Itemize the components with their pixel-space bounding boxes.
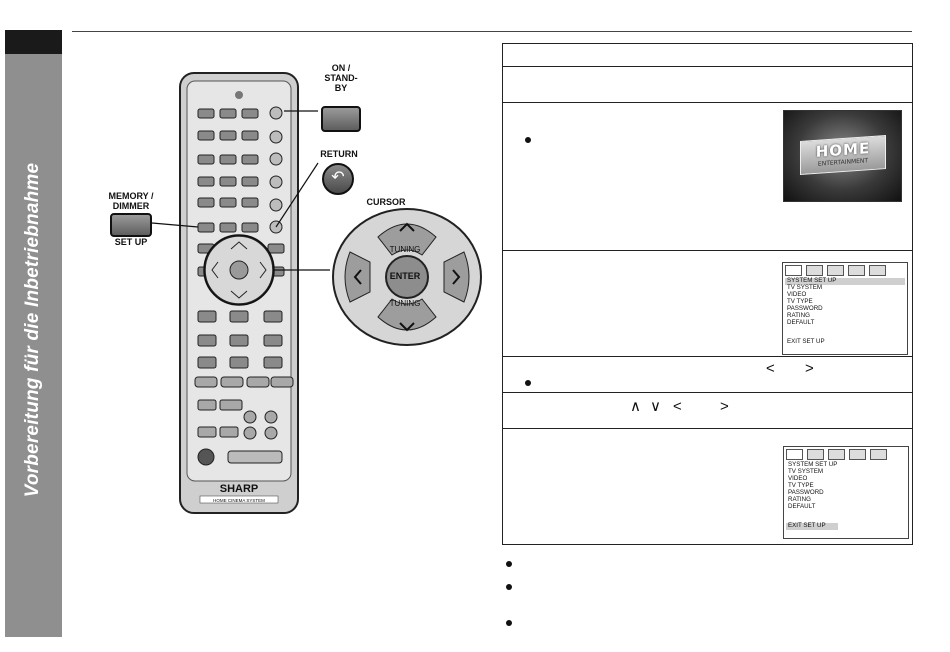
return-button: ↶ <box>322 163 354 195</box>
cursor-enter-label: ENTER <box>389 271 421 281</box>
on-standby-button <box>321 106 361 132</box>
step-row-6: SYSTEM SET UP TV SYSTEM VIDEO TV TYPE PA… <box>503 429 912 543</box>
up-arrow-glyph: ∧ <box>630 398 641 415</box>
menu-exit-item: EXIT SET UP <box>787 338 825 345</box>
sidebar-tab <box>5 30 62 54</box>
menu-item: DEFAULT <box>788 503 816 510</box>
menu-item: RATING <box>788 496 811 503</box>
left-arrow-glyph: < <box>766 360 775 377</box>
sidebar-title: Vorbereitung für die Inbetriebnahme <box>22 162 43 498</box>
equalizer-icon <box>869 265 886 276</box>
step-row-3: SYSTEM SET UP TV SYSTEM VIDEO TV TYPE PA… <box>503 251 912 357</box>
bullet <box>525 380 531 386</box>
remote-illustration: SHARP HOME CINEMA SYSTEM <box>151 72 330 514</box>
menu-exit-item: EXIT SET UP <box>788 522 826 529</box>
setup-menu-screen-exit: SYSTEM SET UP TV SYSTEM VIDEO TV TYPE PA… <box>783 446 909 539</box>
step-row-1 <box>503 67 912 103</box>
right-arrow-glyph: > <box>720 398 729 415</box>
cursor-tuning-top-label: TUNING <box>389 245 421 254</box>
menu-item: RATING <box>787 312 810 319</box>
bullet <box>525 137 531 143</box>
on-standby-label: ON / STAND-BY <box>324 63 358 93</box>
step-row-2: HOME ENTERTAINMENT <box>503 103 912 251</box>
cursor-pad <box>332 208 482 346</box>
speaker-icon <box>849 449 866 460</box>
home-entertainment-splash: HOME ENTERTAINMENT <box>783 110 902 202</box>
menu-item: PASSWORD <box>788 489 824 496</box>
sidebar-band <box>5 30 62 637</box>
audio-icon <box>827 265 844 276</box>
return-label: RETURN <box>320 149 358 159</box>
note-bullet <box>506 620 512 626</box>
memory-dimmer-button <box>110 213 152 237</box>
setup-menu-screen: SYSTEM SET UP TV SYSTEM VIDEO TV TYPE PA… <box>782 262 908 355</box>
system-setup-icon <box>785 265 802 276</box>
menu-item: SYSTEM SET UP <box>787 277 837 284</box>
menu-item: VIDEO <box>788 475 808 482</box>
cursor-label: CURSOR <box>366 197 406 207</box>
steps-table: HOME ENTERTAINMENT SYSTEM SET UP TV SYST… <box>502 43 913 545</box>
menu-item: TV TYPE <box>787 298 813 305</box>
header-rule <box>72 31 912 32</box>
step-row-5: ∧ ∨ < > <box>503 393 912 429</box>
equalizer-icon <box>870 449 887 460</box>
language-icon <box>807 449 824 460</box>
set-up-label: SET UP <box>114 237 148 247</box>
step-header-row <box>503 44 912 67</box>
menu-item: TV SYSTEM <box>787 284 823 291</box>
menu-item: DEFAULT <box>787 319 815 326</box>
menu-item: PASSWORD <box>787 305 823 312</box>
menu-item: VIDEO <box>787 291 807 298</box>
down-arrow-glyph: ∨ <box>650 398 661 415</box>
svg-text:HOME CINEMA SYSTEM: HOME CINEMA SYSTEM <box>213 498 265 503</box>
menu-item: SYSTEM SET UP <box>788 461 838 468</box>
memory-dimmer-label: MEMORY / DIMMER <box>108 191 154 211</box>
right-arrow-glyph: > <box>805 360 814 377</box>
menu-item: TV TYPE <box>788 482 814 489</box>
speaker-icon <box>848 265 865 276</box>
menu-item: TV SYSTEM <box>788 468 824 475</box>
note-bullet <box>506 584 512 590</box>
audio-icon <box>828 449 845 460</box>
note-bullet <box>506 561 512 567</box>
svg-text:SHARP: SHARP <box>220 483 259 495</box>
left-arrow-glyph: < <box>673 398 682 415</box>
cursor-tuning-bottom-label: TUNING <box>389 299 421 308</box>
language-icon <box>806 265 823 276</box>
system-setup-icon <box>786 449 803 460</box>
step-row-4: < > <box>503 357 912 393</box>
